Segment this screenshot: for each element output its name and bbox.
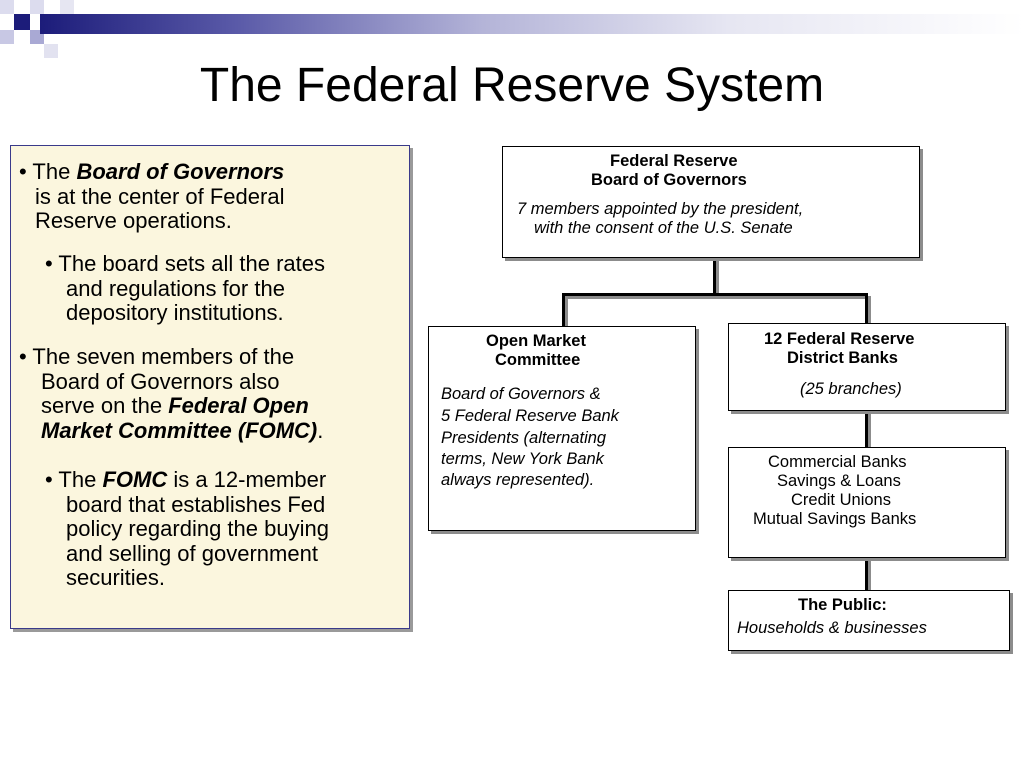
board-of-governors-box: Federal Reserve Board of Governors 7 mem… xyxy=(502,146,920,258)
text: The xyxy=(52,467,103,492)
institution-type: Commercial Banks xyxy=(768,453,907,471)
box-description: always represented). xyxy=(441,471,595,489)
slide-title: The Federal Reserve System xyxy=(199,59,825,112)
district-banks-box: 12 Federal Reserve District Banks (25 br… xyxy=(728,323,1006,411)
bullet: • xyxy=(45,467,53,492)
institution-type: Credit Unions xyxy=(791,491,891,509)
text-line: and selling of government xyxy=(66,540,318,566)
open-market-committee-box: Open Market Committee Board of Governors… xyxy=(428,326,696,531)
text-line: depository institutions. xyxy=(66,300,284,325)
emphasis-text: Market Committee (FOMC) xyxy=(41,417,318,443)
box-title: Committee xyxy=(495,351,581,369)
text: The board sets all the rates xyxy=(52,251,326,276)
box-description: Board of Governors & xyxy=(441,385,601,403)
text-line: and regulations for the xyxy=(66,275,285,301)
text-panel: • The Board of Governors is at the cente… xyxy=(10,145,410,629)
text: is a 12-member xyxy=(167,467,327,492)
emphasis-text: FOMC xyxy=(102,467,168,492)
paragraph-seven-members: • The seven members of the Board of Gove… xyxy=(19,344,404,443)
text-line: is at the center of Federal xyxy=(35,183,285,209)
bullet: • xyxy=(19,344,27,369)
institution-type: Savings & Loans xyxy=(777,472,901,490)
bullet: • xyxy=(19,159,27,184)
header-gradient-band xyxy=(40,14,1024,34)
paragraph-board-of-governors: • The Board of Governors is at the cente… xyxy=(19,159,404,234)
paragraph-fomc: • The FOMC is a 12-member board that est… xyxy=(45,467,403,591)
box-title: The Public: xyxy=(798,596,887,614)
box-title: District Banks xyxy=(787,349,898,367)
text: . xyxy=(317,417,324,443)
box-description: 7 members appointed by the president, xyxy=(517,200,804,218)
bullet: • xyxy=(45,251,53,276)
paragraph-board-rates: • The board sets all the rates and regul… xyxy=(45,251,403,326)
box-description: Presidents (alternating xyxy=(441,429,607,447)
box-title: 12 Federal Reserve xyxy=(764,330,915,348)
text-line: Reserve operations. xyxy=(35,208,232,233)
box-description: with the consent of the U.S. Senate xyxy=(534,219,793,237)
box-description: 5 Federal Reserve Bank xyxy=(441,407,619,425)
text-line: policy regarding the buying xyxy=(66,516,329,541)
text-line: board that establishes Fed xyxy=(66,491,326,517)
box-description: terms, New York Bank xyxy=(441,450,604,468)
emphasis-text: Federal Open xyxy=(168,393,309,418)
text-line: Board of Governors also xyxy=(41,368,280,394)
institution-type: Mutual Savings Banks xyxy=(753,510,917,528)
box-title: Board of Governors xyxy=(591,171,747,189)
text: The seven members of the xyxy=(26,344,295,369)
depository-institutions-box: Commercial Banks Savings & Loans Credit … xyxy=(728,447,1006,558)
box-title: Federal Reserve xyxy=(610,152,738,170)
text: serve on the xyxy=(41,393,169,418)
text-line: securities. xyxy=(66,565,166,590)
text: The xyxy=(26,159,77,184)
box-description: Households & businesses xyxy=(737,619,927,637)
public-box: The Public: Households & businesses xyxy=(728,590,1010,651)
emphasis-text: Board of Governors xyxy=(76,159,285,184)
box-title: Open Market xyxy=(486,332,586,350)
box-description: (25 branches) xyxy=(800,380,902,398)
